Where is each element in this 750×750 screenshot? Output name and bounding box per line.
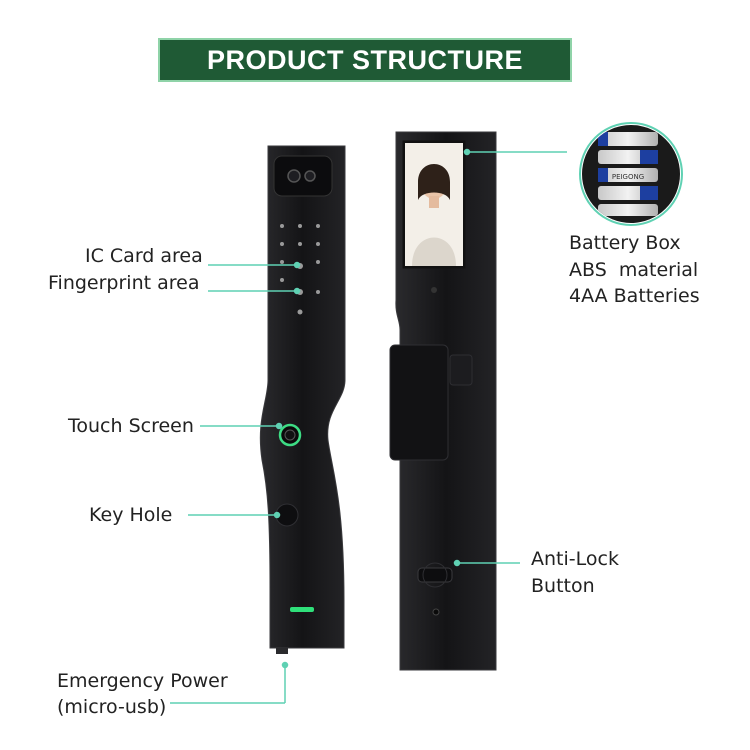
label-battery-box: Battery Box: [569, 232, 681, 254]
title-banner: PRODUCT STRUCTURE: [158, 38, 572, 82]
anti-lock-knob: [417, 567, 453, 583]
leader-lines: [170, 148, 567, 704]
back-camera-icon: [431, 287, 437, 293]
battery-inset: PEIGONG: [579, 122, 683, 226]
micro-usb-port: [276, 648, 288, 654]
label-anti-lock: Anti-Lock: [531, 548, 619, 570]
front-lock: [259, 145, 346, 654]
camera-module: [273, 155, 333, 197]
page-title: PRODUCT STRUCTURE: [207, 44, 523, 75]
front-lock-body: [259, 145, 346, 649]
camera-sensor-icon: [304, 170, 316, 182]
label-emergency-power: Emergency Power: [57, 670, 228, 692]
back-lock: [389, 131, 497, 671]
label-key-hole: Key Hole: [89, 504, 173, 526]
label-button: Button: [531, 575, 595, 597]
back-screw-icon: [432, 608, 440, 616]
label-micro-usb: (micro-usb): [57, 696, 167, 718]
camera-lens-icon: [287, 169, 301, 183]
label-abs-material: ABS material: [569, 259, 699, 281]
label-4aa-batteries: 4AA Batteries: [569, 285, 700, 307]
label-touch-screen: Touch Screen: [68, 415, 194, 437]
battery-cover: [389, 344, 449, 461]
label-ic-card-area: IC Card area: [85, 245, 203, 267]
battery-brand-label: PEIGONG: [612, 173, 644, 181]
label-fingerprint-area: Fingerprint area: [48, 272, 200, 294]
face-image: [405, 143, 463, 266]
power-indicator: [290, 607, 314, 612]
